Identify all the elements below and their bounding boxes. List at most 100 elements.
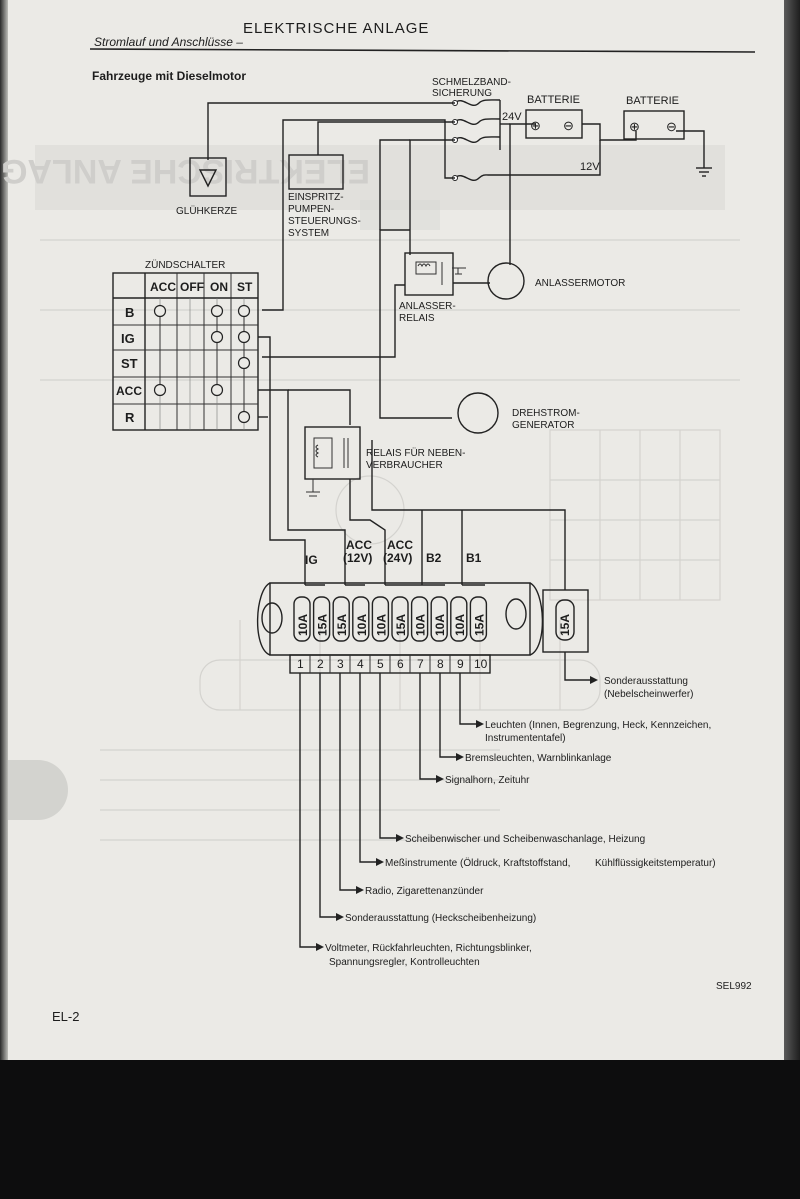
input-b2: B2 (426, 551, 442, 565)
injection-pump-wire (317, 121, 455, 155)
svg-text:⊕: ⊕ (629, 119, 640, 134)
svg-text:DREHSTROM-: DREHSTROM- (512, 408, 580, 419)
fuse-rating: 10A (433, 614, 447, 636)
extra-fuse-rating: 15A (558, 614, 572, 636)
svg-text:RELAIS: RELAIS (399, 313, 435, 324)
output-instruments: Meßinstrumente (Öldruck, Kraftstoffstand… (385, 857, 570, 869)
fuse-inputs: IG ACC (12V) ACC (24V) B2 B1 (305, 538, 482, 567)
svg-text:Kühlflüssigkeitstemperatur): Kühlflüssigkeitstemperatur) (595, 858, 716, 869)
fuse-number: 6 (397, 657, 404, 671)
input-ig: IG (305, 553, 318, 567)
battery-2: BATTERIE ⊕ ⊖ (623, 95, 685, 140)
injection-pump-control: EINSPRITZ- PUMPEN- STEUERUNGS- SYSTEM (288, 154, 361, 239)
fuse-rating: 15A (472, 614, 486, 636)
fuse-number: 5 (377, 657, 384, 671)
alternator: DREHSTROM- GENERATOR (457, 392, 580, 434)
fuse-rating: 10A (414, 614, 428, 636)
subtitle: Fahrzeuge mit Dieselmotor (92, 69, 246, 83)
fuse-link-label-1: SCHMELZBAND- (432, 77, 511, 88)
battery-2-label: BATTERIE (626, 95, 679, 107)
output-brake-lights: Bremsleuchten, Warnblinkanlage (465, 753, 612, 764)
ground-symbol (696, 167, 712, 177)
fuse-4: 10A (352, 596, 370, 642)
output-radio: Radio, Zigarettenanzünder (365, 886, 484, 897)
header-left: Stromlauf und Anschlüsse – (94, 35, 243, 49)
fuse-6: 15A (391, 596, 409, 642)
fuse-rating: 15A (394, 614, 408, 636)
fog-light-wire (564, 652, 590, 681)
fuse-1: 10A (293, 596, 311, 642)
switch-col-off: OFF (180, 280, 204, 294)
show-through-ghost: ELEKTRISCHE ANLAGE (0, 145, 740, 841)
input-acc12: ACC (346, 538, 372, 552)
output-horn: Signalhorn, Zeituhr (445, 775, 530, 786)
header-rule (89, 48, 756, 53)
section-tab (8, 760, 68, 820)
page-right-edge (784, 0, 800, 1062)
svg-text:GENERATOR: GENERATOR (512, 420, 574, 431)
switch-row-r: R (125, 410, 135, 425)
accessory-relay: RELAIS FÜR NEBEN- VERBRAUCHER (304, 426, 465, 497)
battery-1: BATTERIE ⊕ ⊖ (525, 94, 583, 139)
ignition-switch: ZÜNDSCHALTER ACC OFF ON ST B IG ST ACC R (112, 259, 259, 431)
dark-background (0, 1060, 800, 1199)
svg-text:⊖: ⊖ (563, 118, 574, 133)
switch-row-ig: IG (121, 331, 135, 346)
switch-col-st: ST (237, 280, 253, 294)
fuse-7: 10A (410, 596, 429, 642)
battery-1-label: BATTERIE (527, 94, 580, 106)
b1-wire (371, 440, 566, 590)
starter-relay: ANLASSER- RELAIS (399, 252, 466, 324)
fuse-3: 15A (332, 596, 350, 642)
ig-wire (258, 336, 306, 570)
fuse-2: 15A (312, 596, 331, 642)
fuse-rating: 15A (316, 614, 330, 636)
fuse-number: 9 (457, 657, 464, 671)
output-wipers: Scheibenwischer und Scheibenwaschanlage,… (405, 834, 645, 845)
page-left-edge (0, 0, 8, 1062)
fuse-number: 10 (474, 657, 488, 671)
battery-2-box (623, 110, 685, 140)
svg-text:Spannungsregler, Kontrolleucht: Spannungsregler, Kontrolleuchten (329, 957, 480, 968)
output-labels: Sonderausstattung (Nebelscheinwerfer) Le… (325, 676, 716, 968)
svg-text:SYSTEM: SYSTEM (288, 228, 329, 239)
alternator-wire (379, 229, 452, 419)
12v-wire (488, 140, 601, 176)
fuse-8: 10A (430, 596, 448, 642)
acc24-wire (349, 479, 386, 570)
input-b1: B1 (466, 551, 482, 565)
starter-motor-label: ANLASSERMOTOR (535, 278, 625, 289)
starter-motor: ANLASSERMOTOR (487, 262, 625, 300)
svg-text:ELEKTRISCHE ANLAGE: ELEKTRISCHE ANLAGE (0, 152, 370, 190)
fuse-9: 10A (450, 596, 468, 642)
fuse-link-label-2: SICHERUNG (432, 88, 492, 99)
input-acc12-sub: (12V) (343, 551, 372, 565)
fuse-number: 8 (437, 657, 444, 671)
fuse-number: 3 (337, 657, 344, 671)
acc12-wire (258, 389, 346, 570)
glow-plug-wire (207, 102, 455, 160)
svg-text:Instrumententafel): Instrumententafel) (485, 733, 566, 744)
output-lights: Leuchten (Innen, Begrenzung, Heck, Kennz… (485, 720, 711, 731)
svg-text:ANLASSER-: ANLASSER- (399, 301, 456, 312)
fuse-10: 15A (469, 596, 488, 642)
fuse-rating: 10A (453, 614, 467, 636)
page-number: EL-2 (52, 1009, 79, 1024)
output-fog-light: Sonderausstattung (604, 676, 688, 687)
ignition-b-wire (262, 119, 455, 311)
switch-row-st: ST (121, 356, 138, 371)
ground-wire (676, 130, 705, 168)
relay-coil-wire (288, 389, 351, 425)
fuse-link: SCHMELZBAND- SICHERUNG (432, 77, 511, 181)
svg-text:⊖: ⊖ (666, 119, 677, 134)
voltage-24v: 24V (502, 111, 522, 123)
fuse-rating: 10A (296, 614, 310, 636)
switch-contacts (153, 304, 251, 424)
ignition-st-wire (262, 284, 405, 358)
svg-text:⊕: ⊕ (530, 118, 541, 133)
svg-text:EINSPRITZ-: EINSPRITZ- (288, 192, 344, 203)
glow-plug-label: GLÜHKERZE (176, 205, 237, 217)
svg-text:RELAIS FÜR NEBEN-: RELAIS FÜR NEBEN- (366, 447, 465, 459)
